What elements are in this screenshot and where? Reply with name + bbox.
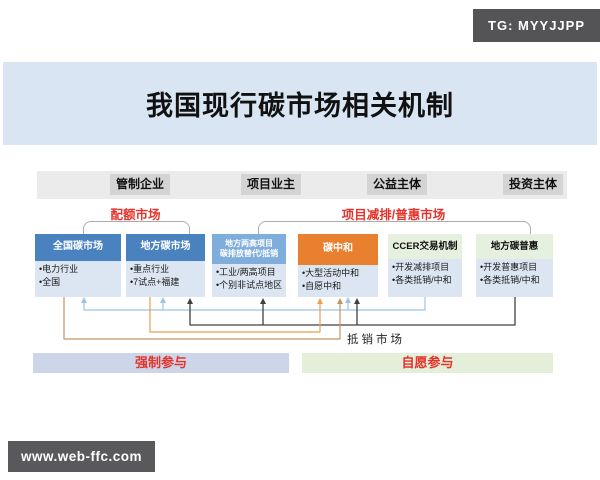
box-local-carbon-inclusion: 地方碳普惠 •开发普惠项目 •各类抵销/中和 bbox=[476, 234, 553, 297]
box-body: •电力行业 •全国 bbox=[35, 261, 121, 297]
box-bullet: •7试点+福建 bbox=[130, 277, 180, 287]
actor-project-owners: 项目业主 bbox=[241, 174, 302, 195]
inclusion-offset-lines bbox=[189, 297, 516, 326]
box-bullet: •各类抵销/中和 bbox=[392, 275, 452, 285]
inclusion-arrowheads bbox=[187, 298, 360, 304]
offset-market-label: 抵销市场 bbox=[347, 332, 405, 346]
box-body: •重点行业 •7试点+福建 bbox=[126, 261, 205, 297]
quota-market-label: 配额市场 bbox=[110, 208, 161, 222]
title-band: 我国现行碳市场相关机制 bbox=[3, 62, 597, 145]
box-title-line2: 碳排放替代/抵销 bbox=[219, 249, 279, 258]
actor-public-welfare-entities: 公益主体 bbox=[367, 174, 428, 195]
box-body: •大型活动中和 •自愿中和 bbox=[298, 265, 378, 297]
actors-band: 管制企业 项目业主 公益主体 投资主体 bbox=[37, 171, 567, 199]
box-ccer-trading-mechanism: CCER交易机制 •开发减排项目 •各类抵销/中和 bbox=[388, 234, 462, 297]
box-bullet: •自愿中和 bbox=[302, 281, 342, 291]
project-market-label: 项目减排/普惠市场 bbox=[341, 208, 446, 222]
mandatory-participation-bar: 强制参与 bbox=[33, 353, 289, 373]
local-to-neutrality-arrowhead bbox=[317, 298, 323, 304]
actor-regulated-enterprises: 管制企业 bbox=[110, 174, 171, 195]
quota-market-bracket bbox=[83, 221, 190, 235]
box-title: 碳中和 bbox=[298, 234, 378, 265]
voluntary-participation-bar: 自愿参与 bbox=[302, 353, 553, 373]
box-bullet: •大型活动中和 bbox=[302, 268, 360, 278]
actor-investors: 投资主体 bbox=[503, 174, 564, 195]
box-title: CCER交易机制 bbox=[388, 234, 462, 259]
box-body: •工业/两高项目 •个别非试点地区 bbox=[212, 264, 286, 297]
local-to-neutrality-line bbox=[149, 297, 321, 333]
project-market-bracket bbox=[258, 221, 531, 235]
box-title: 地方碳普惠 bbox=[476, 234, 553, 259]
box-bullet: •工业/两高项目 bbox=[216, 267, 276, 277]
box-local-two-high-projects: 地方两高项目 碳排放替代/抵销 •工业/两高项目 •个别非试点地区 bbox=[212, 234, 286, 297]
box-title: 地方两高项目 碳排放替代/抵销 bbox=[212, 234, 286, 264]
ccer-arrowheads bbox=[81, 297, 351, 303]
page-title: 我国现行碳市场相关机制 bbox=[146, 91, 454, 121]
box-carbon-neutrality: 碳中和 •大型活动中和 •自愿中和 bbox=[298, 234, 378, 297]
box-title: 地方碳市场 bbox=[126, 234, 205, 261]
box-title: 全国碳市场 bbox=[35, 234, 121, 261]
box-bullet: •重点行业 bbox=[130, 264, 170, 274]
box-body: •开发减排项目 •各类抵销/中和 bbox=[388, 259, 462, 297]
box-title-line1: 地方两高项目 bbox=[225, 239, 273, 248]
box-bullet: •开发减排项目 bbox=[392, 262, 450, 272]
box-national-carbon-market: 全国碳市场 •电力行业 •全国 bbox=[35, 234, 121, 297]
box-bullet: •电力行业 bbox=[39, 264, 79, 274]
box-body: •开发普惠项目 •各类抵销/中和 bbox=[476, 259, 553, 297]
box-bullet: •各类抵销/中和 bbox=[480, 275, 540, 285]
box-bullet: •开发普惠项目 bbox=[480, 262, 538, 272]
telegram-watermark-badge: TG: MYYJJPP bbox=[473, 9, 600, 42]
box-bullet: •全国 bbox=[39, 277, 61, 287]
national-to-neutrality-line bbox=[63, 297, 341, 340]
box-local-carbon-market: 地方碳市场 •重点行业 •7试点+福建 bbox=[126, 234, 205, 297]
website-watermark-badge: www.web-ffc.com bbox=[8, 441, 156, 472]
national-to-neutrality-arrowhead bbox=[337, 298, 343, 304]
ccer-offset-lines bbox=[83, 297, 426, 311]
box-bullet: •个别非试点地区 bbox=[216, 280, 283, 290]
